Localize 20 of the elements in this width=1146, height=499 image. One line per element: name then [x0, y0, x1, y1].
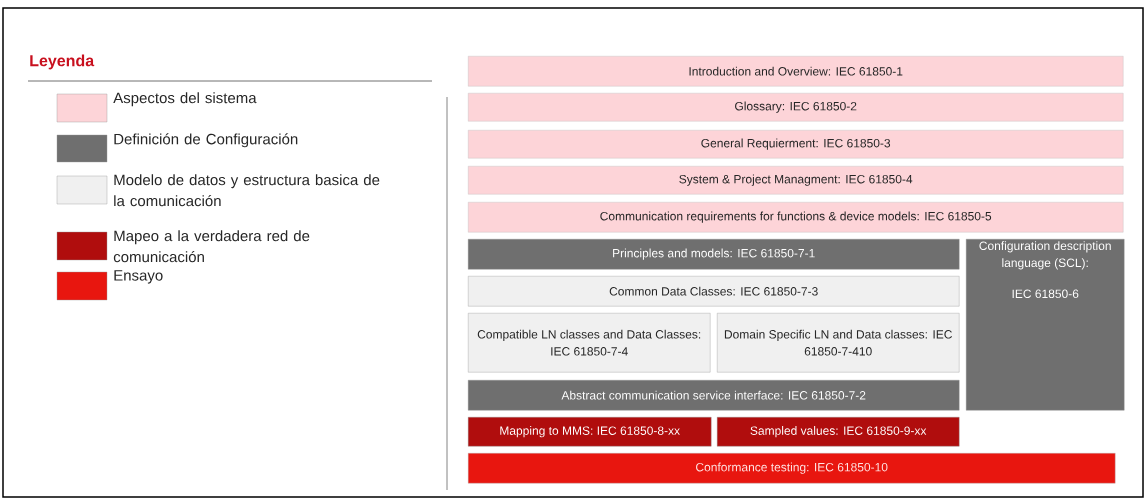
- standard-box: Common Data Classes: IEC 61850-7-3: [468, 276, 960, 307]
- legend-text: Aspectos del sistema: [113, 92, 257, 107]
- standard-box: Domain Specific LN and Data classes: IEC 61850-7-410: [717, 313, 960, 373]
- standard-box: System & Project Managment: IEC 61850-4: [468, 166, 1124, 195]
- standard-box: Compatible LN classes and Data Classes: IEC 61850-7-4: [468, 313, 711, 373]
- standard-box: Introduction and Overview: IEC 61850-1: [468, 56, 1124, 87]
- standard-box: Mapping to MMS: IEC 61850-8-xx: [468, 417, 712, 447]
- standard-box: Communication requirements for functions & device models: IEC 61850-5: [468, 202, 1124, 233]
- legend-title: Leyenda: [30, 54, 95, 70]
- standard-box: Glossary: IEC 61850-2: [468, 93, 1124, 122]
- standard-box: Configuration description language (SCL): IEC 61850-6: [966, 239, 1125, 411]
- legend-text: Definición de Configuración: [114, 133, 298, 148]
- standard-box: Principles and models: IEC 61850-7-1: [468, 239, 960, 270]
- legend-text: Modelo de datos y estructura basica de la comunicación: [114, 174, 380, 207]
- standard-box: Sampled values: IEC 61850-9-xx: [717, 417, 960, 447]
- legend-text: Mapeo a la verdadera red de comunicación: [113, 230, 310, 263]
- standard-box: Conformance testing: IEC 61850-10: [468, 453, 1116, 484]
- standard-box: Abstract communication service interface: IEC 61850-7-2: [468, 380, 960, 411]
- standard-box: General Requierment: IEC 61850-3: [468, 130, 1124, 159]
- legend-text: Ensayo: [114, 270, 163, 284]
